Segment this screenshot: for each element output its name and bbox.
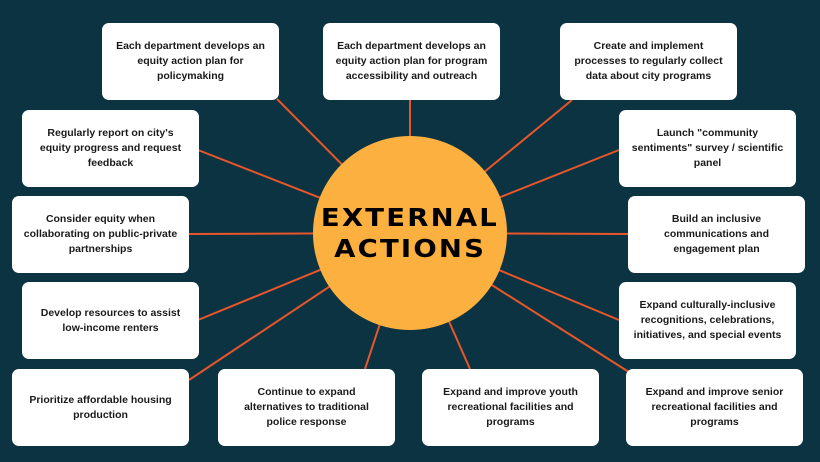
action-box: Create and implement processes to regula… [560, 23, 737, 100]
action-box: Consider equity when collaborating on pu… [12, 196, 189, 273]
action-box: Continue to expand alternatives to tradi… [218, 369, 395, 446]
action-box: Prioritize affordable housing production [12, 369, 189, 446]
action-box: Launch "community sentiments" survey / s… [619, 110, 796, 187]
center-circle: EXTERNAL ACTIONS [313, 136, 507, 330]
action-box: Develop resources to assist low-income r… [22, 282, 199, 359]
action-box: Each department develops an equity actio… [102, 23, 279, 100]
center-title-line2: ACTIONS [333, 234, 487, 263]
action-box: Each department develops an equity actio… [323, 23, 500, 100]
action-box: Expand culturally-inclusive recognitions… [619, 282, 796, 359]
action-box: Regularly report on city's equity progre… [22, 110, 199, 187]
action-box: Build an inclusive communications and en… [628, 196, 805, 273]
center-title-line1: EXTERNAL [320, 202, 500, 232]
action-box: Expand and improve youth recreational fa… [422, 369, 599, 446]
action-box: Expand and improve senior recreational f… [626, 369, 803, 446]
